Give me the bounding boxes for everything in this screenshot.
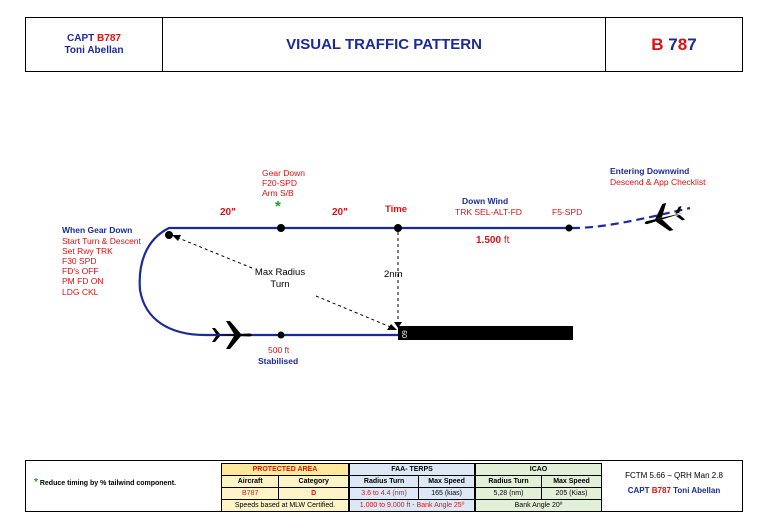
faa-table: FAA- TERPS Radius Turn Max Speed 3.6 to … — [348, 463, 475, 512]
type-b: B — [651, 34, 664, 54]
airplane-entry-icon — [644, 202, 686, 232]
author-capt: CAPT — [67, 32, 95, 44]
distance-unit: ft — [503, 235, 510, 246]
protected-area-header: PROTECTED AREA — [221, 463, 349, 476]
point-final — [277, 331, 285, 339]
faa-radius-value: 3.6 to 4.4 (nm) — [348, 487, 420, 500]
stabilised-label: Stabilised — [258, 356, 299, 366]
faa-radius-header: Radius Turn — [348, 475, 420, 488]
time-label: Time — [385, 204, 408, 215]
speeds-note: Speeds based at MLW Certified. — [221, 499, 349, 512]
radius-arrow-up — [175, 236, 253, 269]
point-gear-down-turn — [165, 231, 173, 239]
entry-dashed-line — [571, 206, 691, 230]
time-20-right: 20" — [332, 207, 348, 218]
icao-radius-value: 5,28 (nm) — [475, 487, 542, 500]
type-7b: 7 — [687, 34, 697, 54]
aircraft-value: B787 — [220, 487, 280, 500]
header-bar: CAPT B787 Toni Abellan VISUAL TRAFFIC PA… — [25, 17, 743, 72]
protected-area-table: PROTECTED AREA Aircraft Category B787 D … — [220, 463, 349, 512]
when-gear-line-4: FD's OFF — [62, 266, 99, 276]
pattern-path — [138, 226, 568, 337]
ref-name: Toni Abellan — [673, 486, 721, 495]
reference-line: FCTM 5.66 – QRH Man 2.8 — [625, 471, 723, 480]
reference-author: CAPT B787 Toni Abellan — [606, 483, 742, 498]
entering-title: Entering Downwind — [610, 166, 690, 176]
faa-speed-header: Max Speed — [418, 475, 475, 488]
icao-radius-header: Radius Turn — [475, 475, 542, 488]
type-8: 8 — [677, 34, 688, 54]
gear-down-line-3: Arm S/B — [262, 188, 294, 198]
point-time — [394, 224, 402, 232]
footer-table: * Reduce timing by % tailwind component.… — [25, 460, 743, 512]
when-gear-line-5: PM FD ON — [62, 276, 104, 286]
two-nm-label: 2nm — [384, 269, 403, 280]
time-20-left: 20" — [220, 207, 236, 218]
reference-block: FCTM 5.66 – QRH Man 2.8 CAPT B787 Toni A… — [606, 468, 742, 498]
icao-header: ICAO — [475, 463, 602, 476]
downwind-modes: TRK SEL-ALT-FD — [455, 207, 522, 217]
radius-arrowhead-up — [172, 235, 181, 241]
ref-capt: CAPT — [627, 486, 650, 495]
f5-spd-label: F5-SPD — [552, 207, 583, 217]
gear-down-line-1: Gear Down — [262, 168, 305, 178]
star-icon: * — [275, 198, 281, 215]
when-gear-line-2: Set Rwy TRK — [62, 246, 113, 256]
author-block: CAPT B787 Toni Abellan — [26, 18, 163, 71]
distance-value: 1.500 — [476, 235, 502, 246]
faa-speed-value: 165 (kias) — [418, 487, 475, 500]
radius-arrowhead-down — [387, 324, 397, 330]
two-nm-arrow — [394, 322, 402, 328]
note-text: Reduce timing by % tailwind component. — [39, 480, 176, 487]
icao-speed-header: Max Speed — [540, 475, 603, 488]
runway — [398, 326, 573, 340]
gear-down-line-2: F20-SPD — [262, 178, 297, 188]
point-f5 — [565, 224, 573, 232]
point-gear-down — [277, 224, 285, 232]
when-gear-line-3: F30 SPD — [62, 256, 97, 266]
page-title: VISUAL TRAFFIC PATTERN — [163, 18, 606, 71]
author-name: Toni Abellan — [64, 44, 124, 56]
type-7a: 7 — [668, 34, 678, 54]
max-radius-line-2: Turn — [270, 279, 290, 290]
icao-speed-value: 205 (Kias) — [540, 487, 603, 500]
when-gear-line-1: Start Turn & Descent — [62, 236, 141, 246]
note-star-icon: * — [34, 477, 38, 488]
author-type: B787 — [97, 32, 121, 44]
faa-header: FAA- TERPS — [349, 463, 475, 476]
final-altitude: 500 ft — [268, 345, 290, 355]
entering-sub: Descend & App Checklist — [610, 177, 706, 187]
icao-table: ICAO Radius Turn Max Speed 5,28 (nm) 205… — [475, 463, 603, 512]
when-gear-line-6: LDG CKL — [62, 287, 99, 297]
aircraft-header: Aircraft — [220, 475, 280, 488]
radius-arrow-down — [315, 295, 394, 329]
runway-09: 09 — [402, 330, 409, 338]
runway-27: 27 — [562, 340, 569, 348]
faa-note: 1.000 to 9.000 ft - Bank Angle 25º — [349, 499, 475, 512]
category-value: D — [278, 487, 349, 500]
footer-note: * Reduce timing by % tailwind component. — [34, 477, 176, 488]
icao-note: Bank Angle 20º — [475, 499, 602, 512]
category-header: Category — [278, 475, 349, 488]
distance-label: 1.500 ft — [476, 236, 509, 246]
downwind-title: Down Wind — [462, 196, 509, 206]
when-gear-title: When Gear Down — [62, 225, 133, 235]
max-radius-label: Max Radius Turn — [252, 267, 308, 291]
ref-type: B787 — [651, 486, 671, 495]
airplane-final-icon — [212, 321, 252, 349]
max-radius-line-1: Max Radius — [254, 267, 306, 278]
